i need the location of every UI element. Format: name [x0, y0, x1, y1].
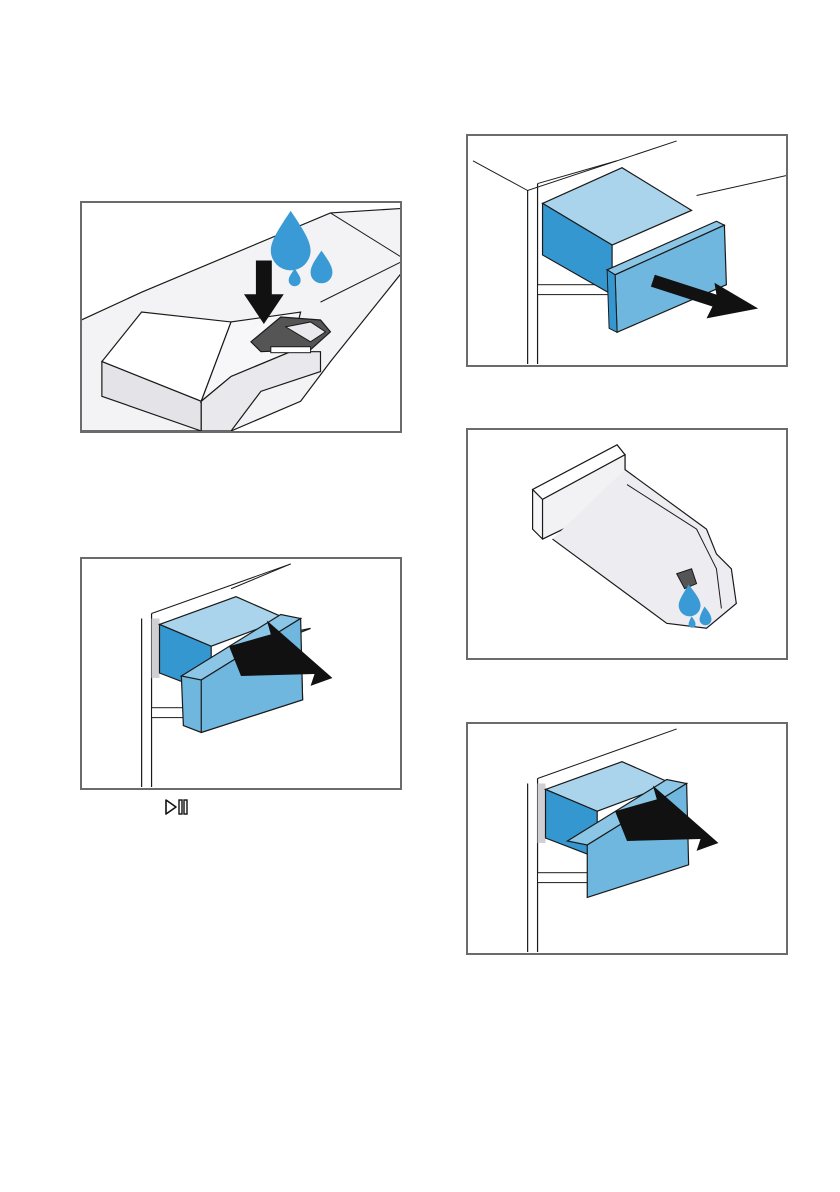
push-in-drawer-illustration-left	[80, 557, 402, 790]
pull-out-drawer-illustration	[466, 134, 788, 367]
drain-drawer-illustration	[466, 428, 788, 660]
start-pause-icon	[164, 796, 190, 818]
water-drop-icon	[271, 211, 311, 270]
fill-compartment-illustration	[80, 201, 402, 433]
push-in-drawer-illustration-right	[466, 722, 788, 955]
